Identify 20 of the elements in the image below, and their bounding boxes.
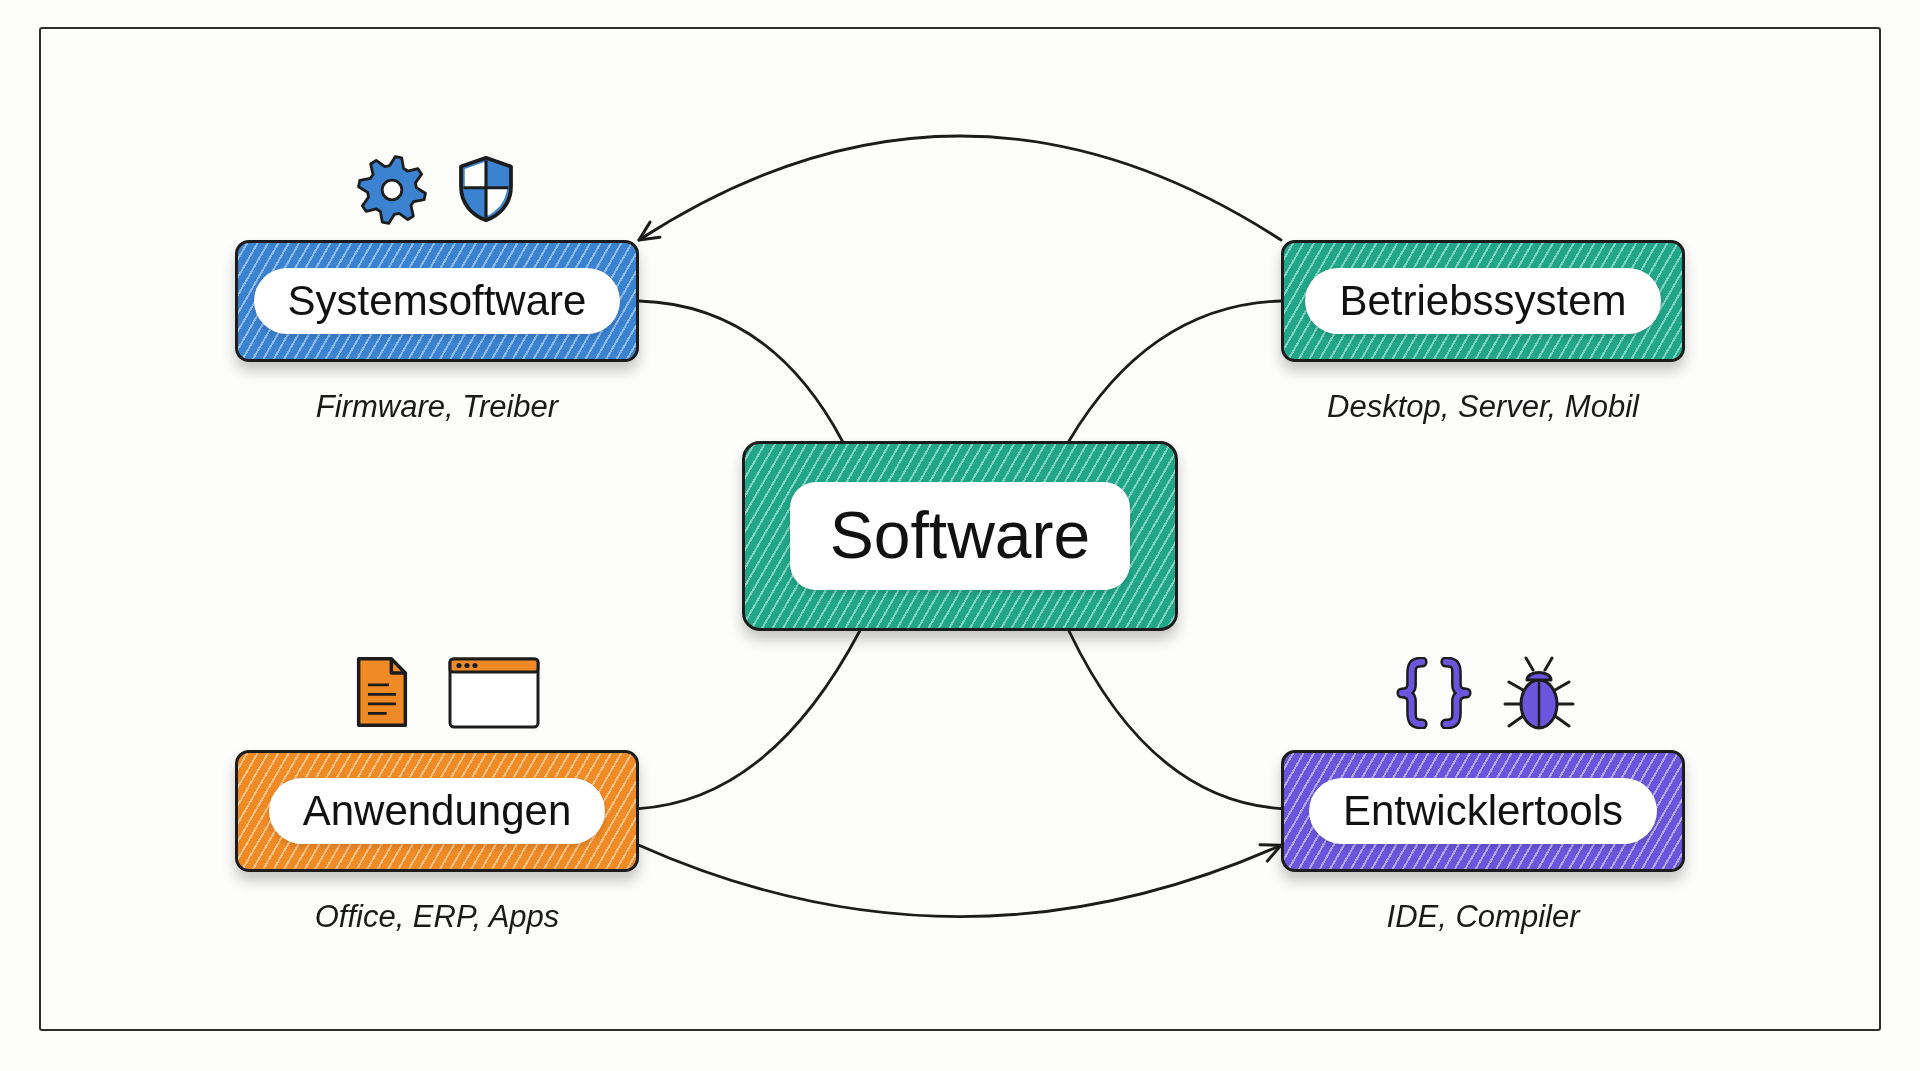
category-box (1281, 750, 1685, 872)
connector-line (637, 629, 862, 810)
node-label: Anwendungen (268, 777, 606, 845)
topic-box (742, 441, 1178, 631)
node-label: Software (789, 482, 1131, 590)
node-caption: Firmware, Treiber (315, 388, 559, 426)
category-box (235, 750, 639, 872)
node-label: Entwicklertools (1308, 777, 1658, 845)
node-label: Betriebssystem (1305, 267, 1661, 335)
node-caption: Office, ERP, Apps (314, 898, 560, 936)
node-caption: IDE, Compiler (1386, 898, 1580, 936)
node-label: Systemsoftware (253, 267, 621, 335)
node-caption: Desktop, Server, Mobil (1327, 388, 1639, 426)
category-box (1281, 240, 1685, 362)
arrow (637, 134, 1283, 242)
arrow (637, 842, 1283, 918)
category-box (235, 240, 639, 362)
connector-line (1067, 299, 1283, 443)
connector-line (1067, 629, 1283, 810)
connector-line (637, 299, 844, 443)
